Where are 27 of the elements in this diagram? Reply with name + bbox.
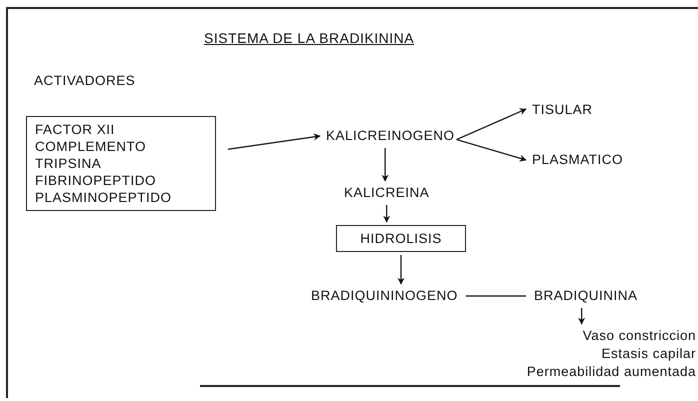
- substance-label: PLASMATICO: [532, 152, 624, 168]
- arrow: [456, 139, 527, 162]
- diagram-title: SISTEMA DE LA BRADIKININA: [204, 30, 414, 46]
- arrow: [398, 255, 404, 285]
- arrow: [383, 205, 390, 223]
- activator-name: FIBRINOPEPTIDO: [35, 172, 158, 189]
- effects-list: Permeabilidad aumentada: [420, 364, 696, 380]
- substance-label: BRADIQUININA: [534, 288, 639, 304]
- activator-name: PLASMINOPEPTIDO: [35, 189, 173, 206]
- arrow: [578, 308, 586, 325]
- arrow: [228, 133, 321, 150]
- substance-label: KALICREINA: [344, 185, 430, 201]
- activator-name: FACTOR XII: [35, 121, 116, 138]
- substance-label: TISULAR: [532, 102, 594, 118]
- arrow: [456, 108, 527, 140]
- process-box: [336, 225, 466, 252]
- substance-label: KALICREINOGENO: [326, 128, 456, 144]
- substance-label: BRADIQUININOGENO: [311, 288, 459, 304]
- arrow: [382, 148, 389, 182]
- activator-list-box: [26, 116, 216, 211]
- section-heading: ACTIVADORES: [34, 73, 136, 88]
- effects-list: Vaso constriccion: [420, 328, 696, 344]
- activator-name: COMPLEMENTO: [35, 138, 148, 155]
- process-label: HIDROLISIS: [359, 230, 443, 247]
- effects-list: Estasis capilar: [420, 346, 696, 362]
- activator-name: TRIPSINA: [35, 155, 102, 172]
- connector-line: [466, 295, 526, 297]
